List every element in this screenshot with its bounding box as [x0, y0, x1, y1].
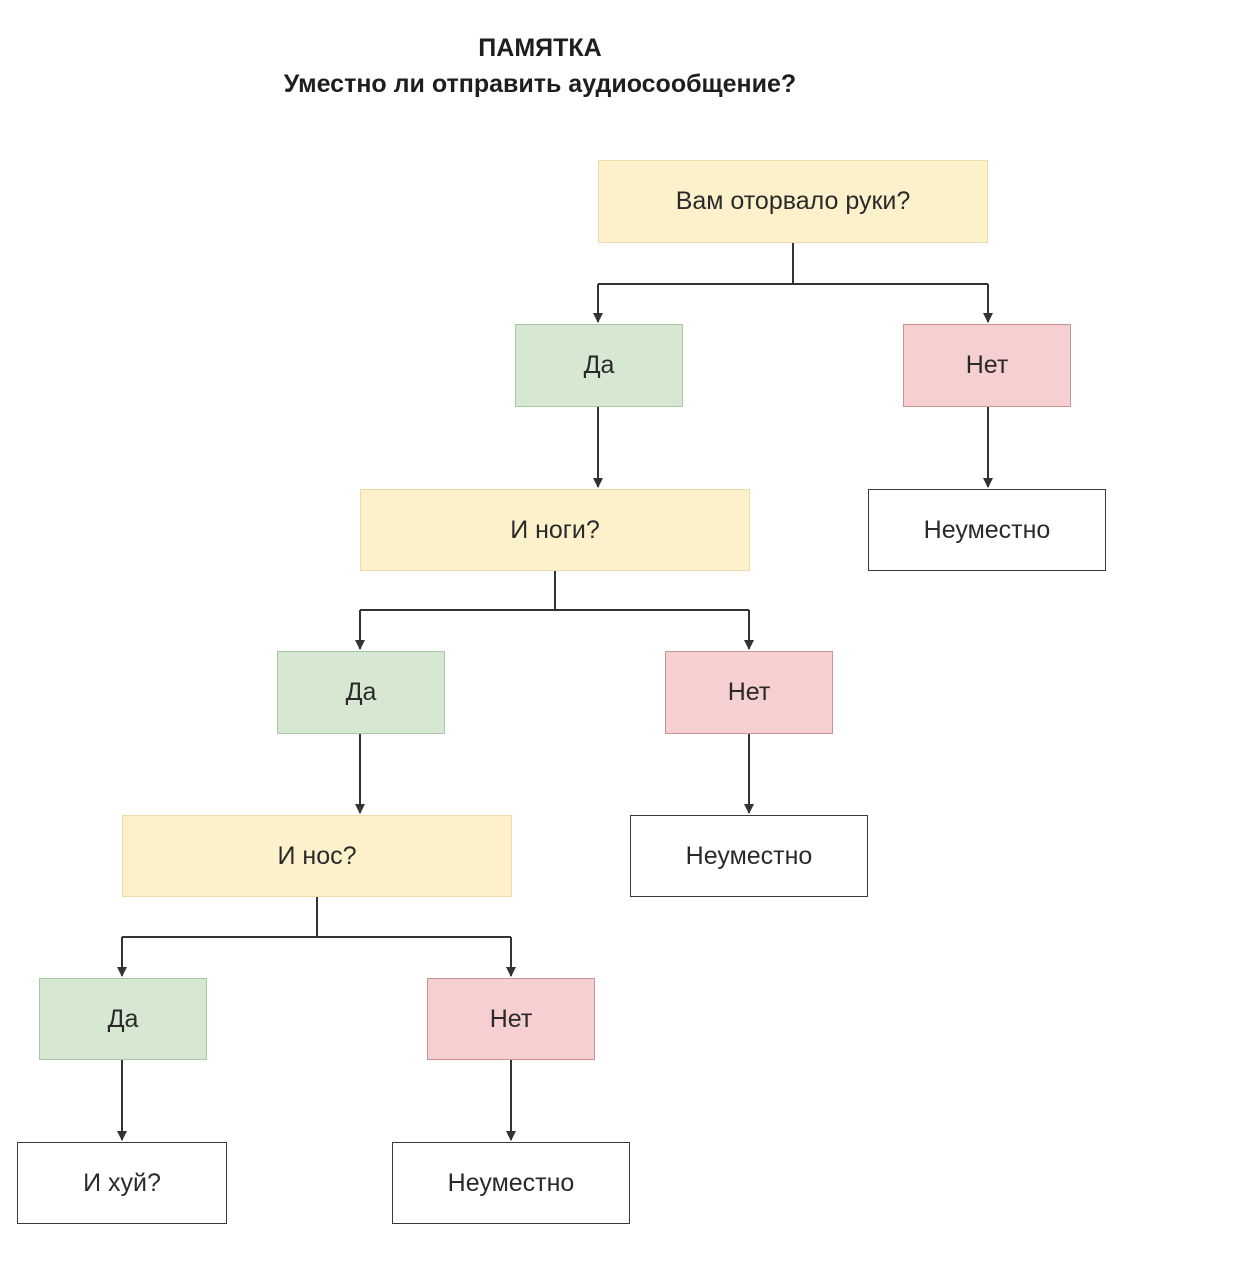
answer-box-yes-2: Да: [277, 651, 445, 734]
question-label-hands: Вам оторвало руки?: [675, 187, 911, 215]
answer-label-yes-2: Да: [345, 678, 377, 706]
result-box-3: Неуместно: [392, 1142, 630, 1224]
page-title: ПАМЯТКА: [478, 34, 602, 62]
question-box-final: И хуй?: [17, 1142, 227, 1224]
connector-nose-split: [122, 897, 511, 938]
answer-label-no-2: Нет: [727, 678, 771, 706]
result-label-2: Неуместно: [685, 841, 813, 870]
result-box-1: Неуместно: [868, 489, 1106, 571]
answer-box-no-1: Нет: [903, 324, 1071, 407]
connector-hands-split: [598, 243, 988, 285]
question-box-hands: Вам оторвало руки?: [598, 160, 988, 243]
result-label-3: Неуместно: [447, 1168, 575, 1197]
question-label-legs: И ноги?: [510, 515, 600, 544]
question-box-legs: И ноги?: [360, 489, 750, 571]
answer-box-no-2: Нет: [665, 651, 833, 734]
question-label-nose: И нос?: [277, 841, 357, 870]
answer-label-no-3: Нет: [489, 1004, 533, 1033]
answer-box-yes-3: Да: [39, 978, 207, 1060]
answer-label-yes-3: Да: [107, 1004, 139, 1033]
answer-box-yes-1: Да: [515, 324, 683, 407]
question-label-final: И хуй?: [83, 1168, 161, 1197]
question-box-nose: И нос?: [122, 815, 512, 897]
answer-label-yes-1: Да: [583, 351, 615, 379]
result-label-1: Неуместно: [923, 515, 1051, 544]
answer-box-no-3: Нет: [427, 978, 595, 1060]
result-box-2: Неуместно: [630, 815, 868, 897]
answer-label-no-1: Нет: [965, 351, 1009, 379]
connector-legs-split: [360, 571, 749, 611]
page-subtitle: Уместно ли отправить аудиосообщение?: [283, 70, 797, 98]
